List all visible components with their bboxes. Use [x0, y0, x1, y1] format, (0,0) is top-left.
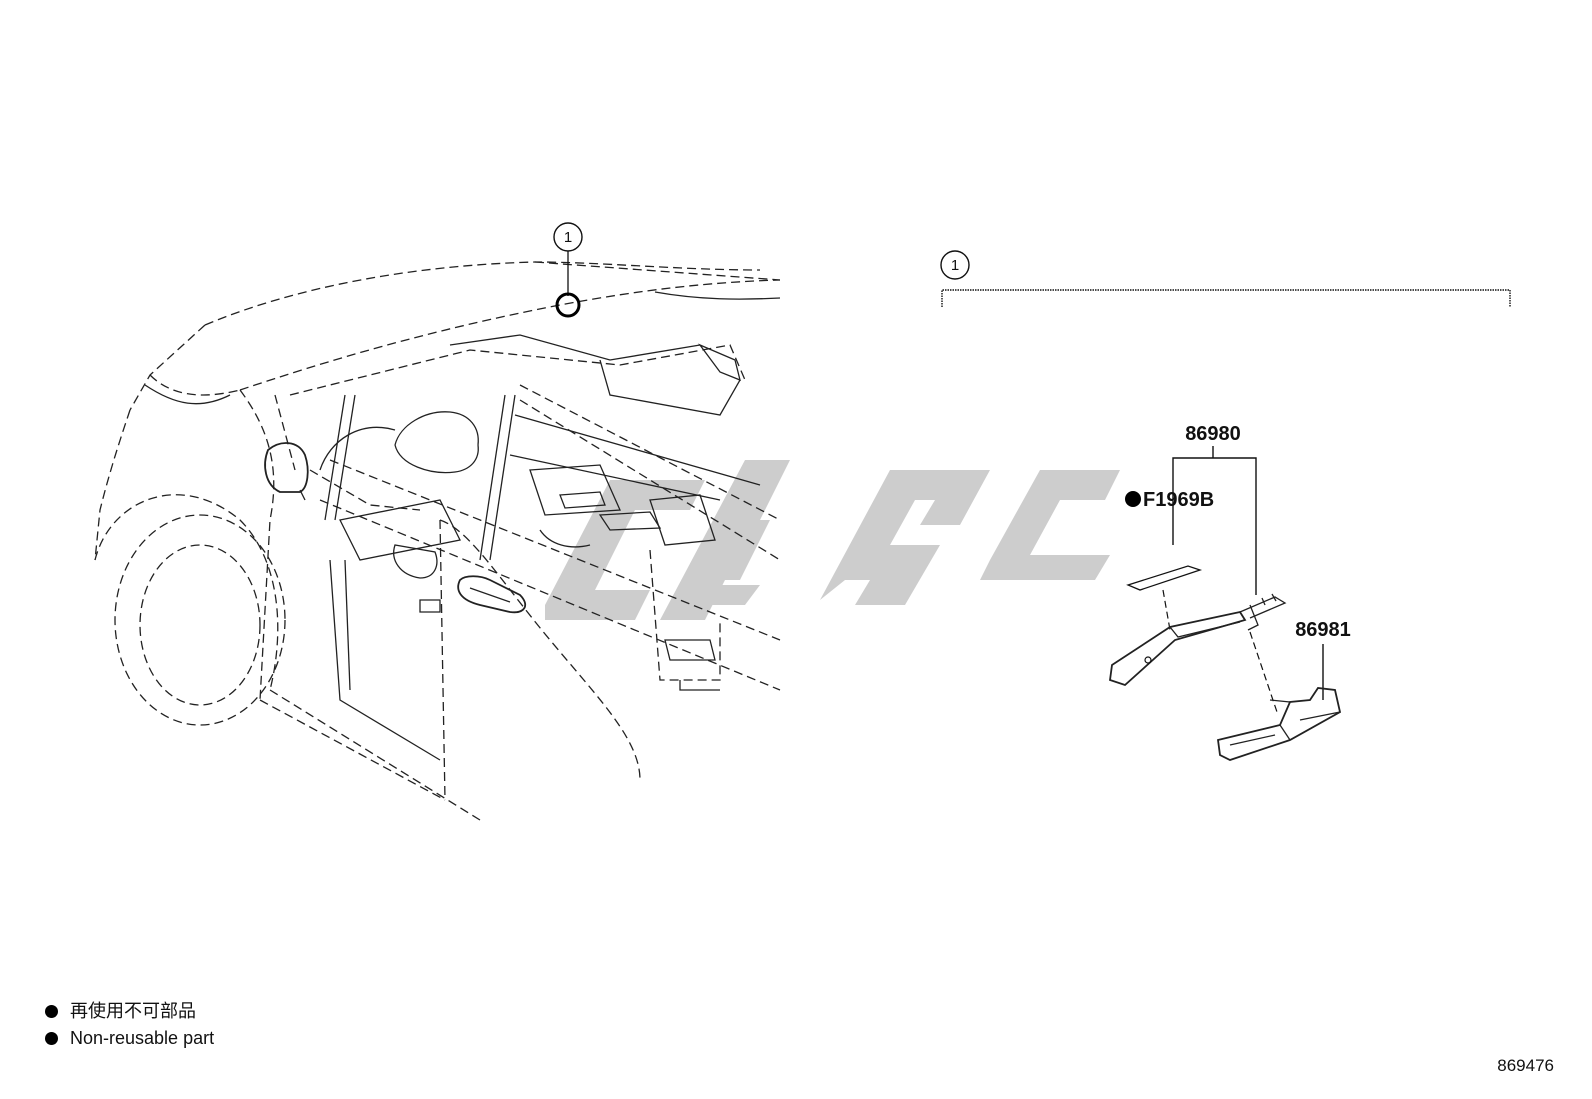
callout-number-group: 1	[951, 257, 959, 274]
assembly-group: 1	[940, 250, 1511, 307]
watermark-logo	[545, 460, 1120, 620]
legend-row-jp: 再使用不可部品	[45, 998, 214, 1025]
non-reusable-dot-icon	[45, 1032, 58, 1045]
diagram-number: 869476	[1497, 1056, 1554, 1075]
module-part-shape	[1109, 593, 1287, 713]
legend-text-jp: 再使用不可部品	[70, 1001, 196, 1021]
non-reusable-dot-icon	[45, 1005, 58, 1018]
callout-number-top: 1	[564, 229, 572, 246]
legend: 再使用不可部品 Non-reusable part	[45, 998, 214, 1052]
part-label-module: 86980	[1185, 423, 1241, 445]
part-label-bracket: 86981	[1295, 619, 1351, 641]
bracket-part-shape	[1217, 687, 1342, 761]
legend-text-en: Non-reusable part	[70, 1028, 215, 1048]
vehicle-interior-drawing	[94, 261, 781, 821]
part-label-bolt: F1969B	[1143, 489, 1214, 511]
legend-row-en: Non-reusable part	[45, 1025, 214, 1052]
location-marker	[555, 292, 581, 318]
non-reusable-dot	[1125, 491, 1141, 507]
location-callout: 1	[553, 222, 583, 318]
bolt-plate-shape	[1126, 565, 1203, 591]
